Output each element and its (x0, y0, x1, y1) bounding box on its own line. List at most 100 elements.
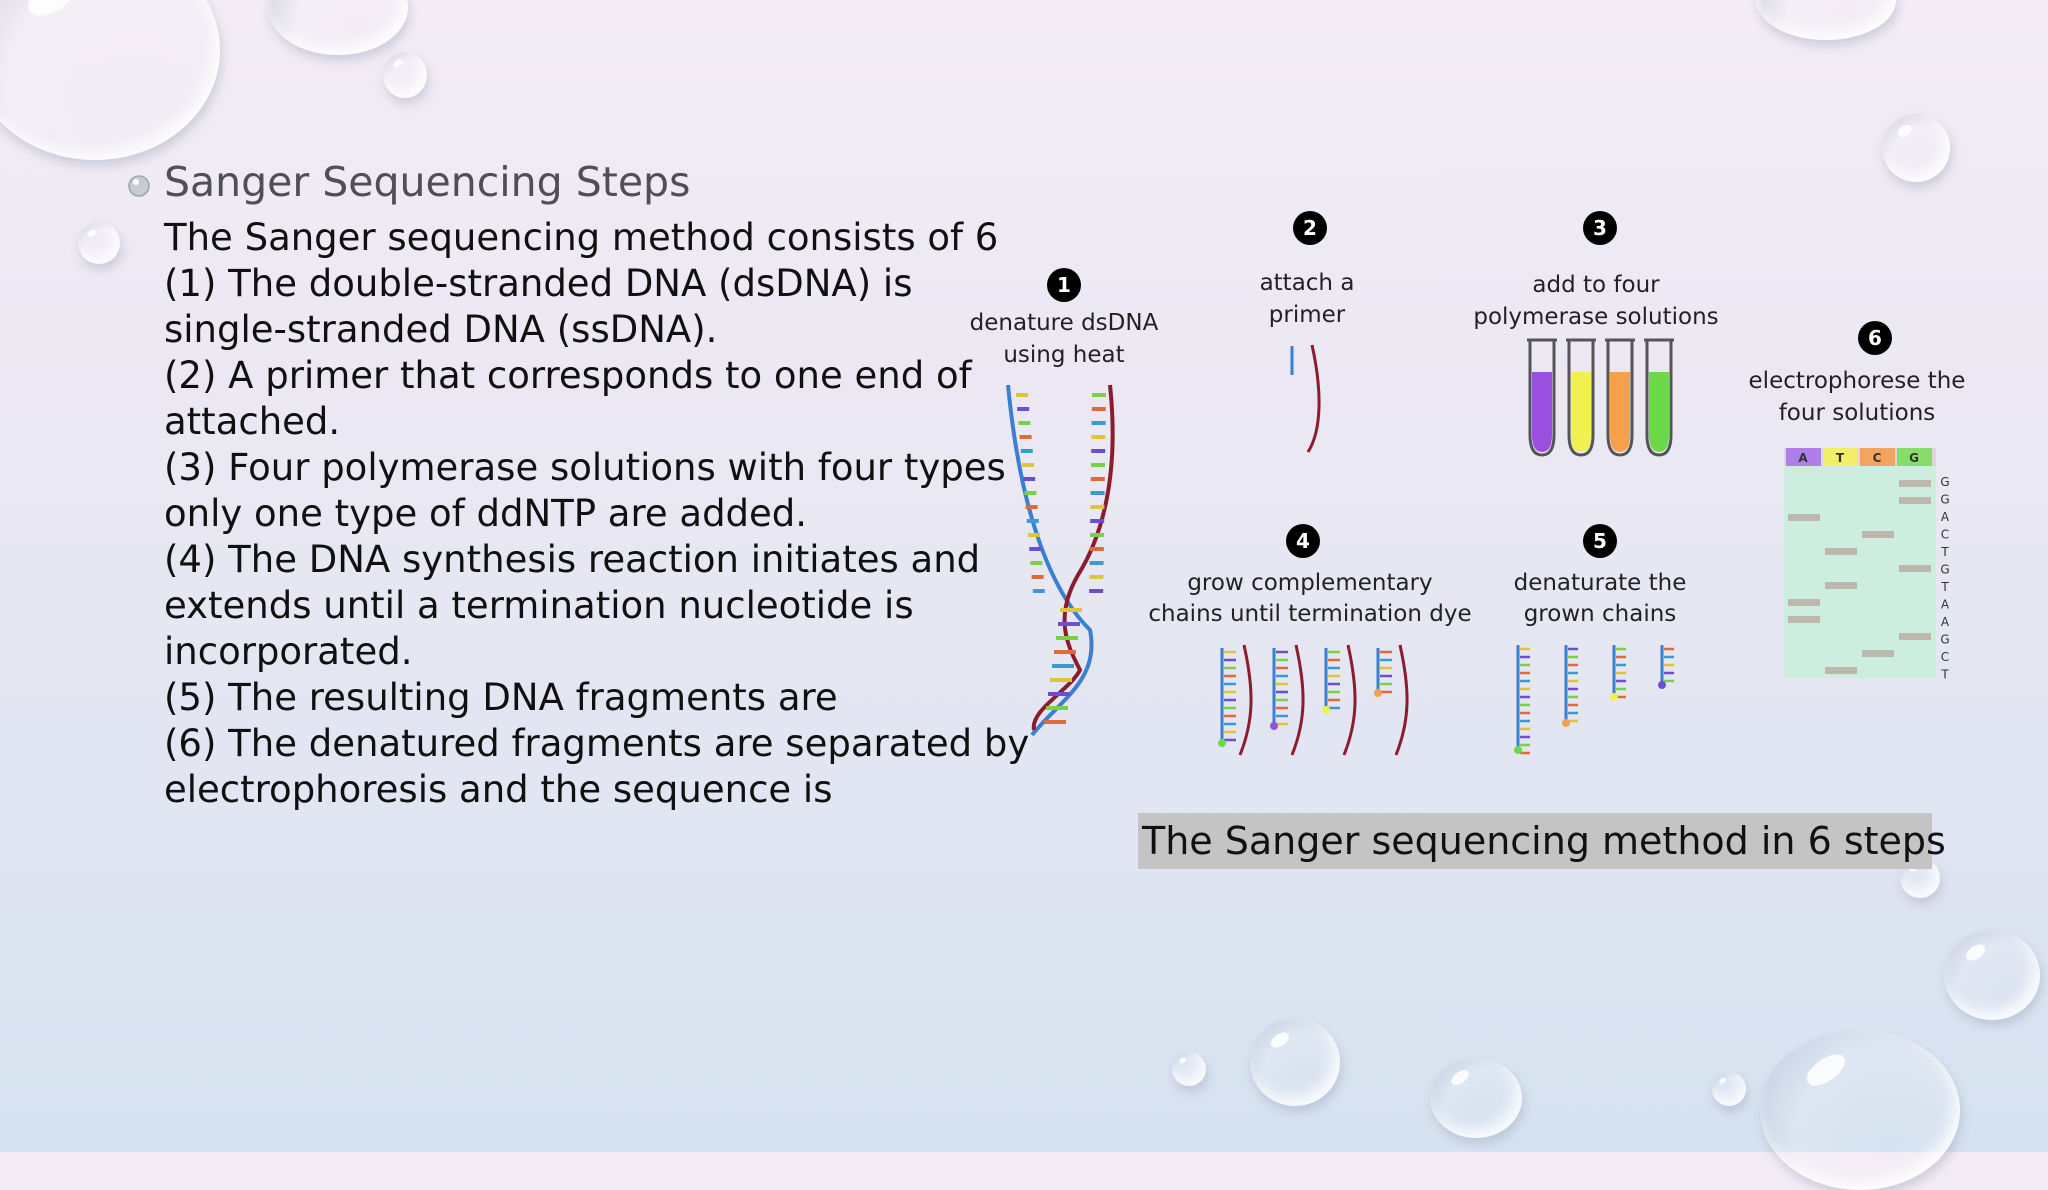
gel-lane-header (1897, 448, 1932, 466)
termination-dye (1374, 689, 1382, 697)
step-2-badge: 2 (1293, 211, 1327, 245)
water-drop-decoration (383, 52, 427, 98)
step-5-label: grown chains (1524, 601, 1677, 627)
water-drop-decoration (1250, 1018, 1340, 1106)
body-line: (6) The denatured fragments are separate… (164, 722, 1030, 765)
body-line: single-stranded DNA (ssDNA). (164, 308, 718, 351)
gel-sequence-letter: T (1940, 545, 1949, 559)
svg-text:2: 2 (1303, 216, 1317, 240)
step-1-label: using heat (1003, 342, 1124, 368)
body-line: (5) The resulting DNA fragments are (164, 676, 838, 719)
gel-lane-label: C (1873, 451, 1882, 465)
gel-band (1899, 633, 1931, 640)
gel-sequence-letter: A (1941, 510, 1950, 524)
denatured-chains-illustration (1514, 645, 1674, 755)
svg-text:5: 5 (1593, 529, 1607, 553)
gel-band (1862, 531, 1894, 538)
step-2-label: primer (1269, 302, 1346, 328)
step-4-badge: 4 (1286, 524, 1320, 558)
tube-solution (1532, 372, 1552, 452)
water-drop-decoration (1756, 0, 1896, 40)
test-tube (1645, 340, 1673, 457)
gel-band (1788, 514, 1820, 521)
step-1-badge: 1 (1047, 268, 1081, 302)
gel-sequence-letter: A (1941, 615, 1950, 629)
gel-sequence-letter: A (1941, 598, 1950, 612)
termination-dye (1514, 746, 1522, 754)
template-strand (1342, 644, 1357, 756)
body-line: (1) The double-stranded DNA (dsDNA) is (164, 262, 913, 305)
primer-illustration (1290, 344, 1321, 453)
water-drop-decoration (1172, 1052, 1206, 1086)
tube-solution (1610, 372, 1630, 452)
step-6-label: electrophorese the (1749, 368, 1966, 394)
water-drop-decoration (1712, 1072, 1746, 1106)
step-4-label: grow complementary (1187, 570, 1432, 596)
step-2-label: attach a (1260, 270, 1355, 296)
gel-lane-header (1860, 448, 1895, 466)
water-drop-decoration (1944, 930, 2040, 1020)
gel-band (1825, 667, 1857, 674)
gel-band (1862, 650, 1894, 657)
gel-sequence-letter: C (1941, 650, 1949, 664)
step-6-badge: 6 (1858, 321, 1892, 355)
termination-dye (1218, 739, 1226, 747)
step-5-label: denaturate the (1514, 570, 1687, 596)
svg-text:6: 6 (1868, 326, 1882, 350)
termination-dye (1270, 722, 1278, 730)
body-line: only one type of ddNTP are added. (164, 492, 808, 535)
figure-caption: The Sanger sequencing method in 6 steps (1138, 813, 1946, 869)
body-line: (3) Four polymerase solutions with four … (164, 446, 1006, 489)
step-3-label: polymerase solutions (1473, 304, 1718, 330)
gel-band (1899, 565, 1931, 572)
gel-lane-header (1823, 448, 1858, 466)
svg-text:1: 1 (1057, 273, 1071, 297)
svg-text:3: 3 (1593, 216, 1607, 240)
gel-sequence-letter: G (1940, 633, 1949, 647)
water-drop-decoration (1760, 1030, 1960, 1190)
body-line: The Sanger sequencing method consists of… (164, 216, 999, 259)
body-line: (2) A primer that corresponds to one end… (164, 354, 972, 397)
water-drop-decoration (78, 222, 120, 264)
test-tube (1567, 340, 1595, 457)
water-drop-decoration (1430, 1058, 1522, 1138)
body-line: attached. (164, 400, 341, 443)
polymerase-tubes (1527, 338, 1674, 457)
gel-lane-label: A (1798, 451, 1808, 465)
tube-solution (1649, 372, 1669, 452)
gel-lane-label: G (1909, 451, 1919, 465)
step-5-badge: 5 (1583, 524, 1617, 558)
gel-band (1825, 582, 1857, 589)
sanger-steps-diagram: 1 denature dsDNA using heat 2 attach a p… (970, 211, 1966, 756)
gel-sequence-letter: G (1940, 563, 1949, 577)
gel-band (1825, 548, 1857, 555)
slide-title: Sanger Sequencing Steps (164, 158, 691, 206)
gel-sequence-letter: T (1940, 580, 1949, 594)
template-strand (1290, 644, 1305, 756)
gel-band (1899, 497, 1931, 504)
water-drop-decoration (268, 0, 408, 55)
dna-helix-illustration (1006, 384, 1115, 737)
gel-sequence-letter: C (1941, 528, 1949, 542)
tube-solution (1571, 372, 1591, 452)
test-tube (1606, 340, 1634, 457)
water-drop-decoration (0, 0, 220, 160)
test-tube (1528, 340, 1556, 457)
body-line: incorporated. (164, 630, 413, 673)
termination-dye (1610, 693, 1618, 701)
step-3-badge: 3 (1583, 211, 1617, 245)
svg-text:4: 4 (1296, 529, 1310, 553)
step-4-label: chains until termination dye (1148, 601, 1471, 627)
termination-dye (1658, 681, 1666, 689)
step-1-label: denature dsDNA (970, 310, 1159, 336)
bullet-icon (128, 175, 150, 197)
gel-sequence-letter: G (1940, 475, 1949, 489)
body-line: (4) The DNA synthesis reaction initiates… (164, 538, 981, 581)
water-drop-decoration (1882, 114, 1950, 182)
body-line: electrophoresis and the sequence is (164, 768, 833, 811)
growing-chains-illustration (1218, 644, 1409, 756)
step-6-label: four solutions (1779, 400, 1936, 426)
step-3-label: add to four (1532, 272, 1660, 298)
gel-lane-header (1786, 448, 1821, 466)
